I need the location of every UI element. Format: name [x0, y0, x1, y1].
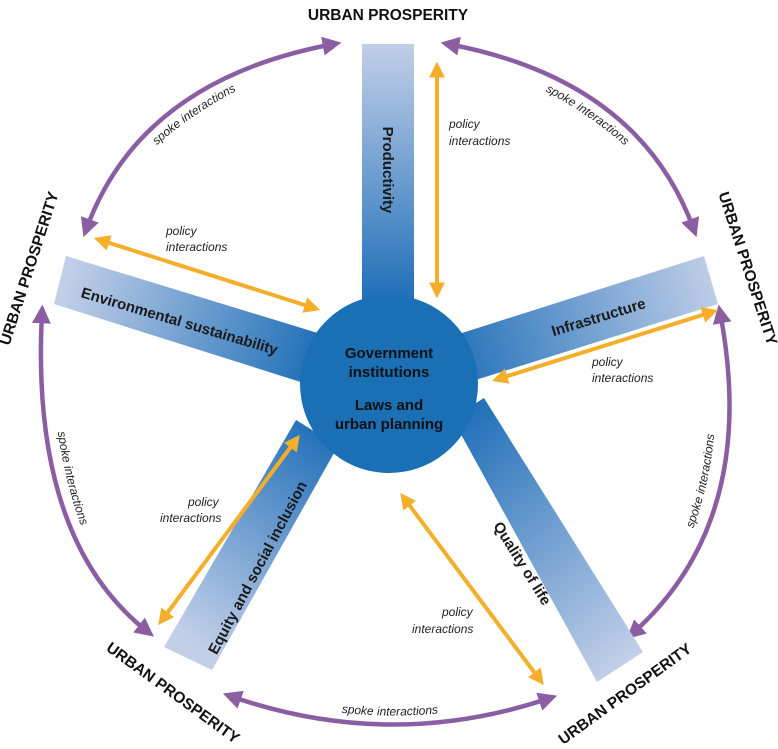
hub-circle: [300, 295, 478, 473]
spoke-interaction-arcs: [31, 36, 732, 727]
ring-label-bottom-left: URBAN PROSPERITY: [103, 639, 243, 747]
arc-label-top-right: spoke interactions: [544, 81, 632, 148]
policy-label-upper-left-word2: interactions: [166, 240, 227, 254]
spoke-quality-of-life: [452, 398, 643, 682]
policy-arrow-upper-left: [93, 235, 321, 313]
arc-left: [31, 304, 154, 637]
policy-label-right-word2: interactions: [592, 371, 653, 385]
spoke-equity: [164, 420, 338, 670]
spoke-productivity: [362, 44, 414, 305]
arc-label-bottom: spoke interactions: [341, 702, 438, 719]
arc-top-left: [80, 36, 342, 238]
arc-right: [626, 304, 732, 640]
policy-label-lower-right: policy interactions: [412, 605, 474, 636]
ring-label-left: URBAN PROSPERITY: [0, 189, 63, 347]
ring-label-top: URBAN PROSPERITY: [308, 7, 469, 24]
policy-label-lower-right-word2: interactions: [412, 622, 473, 636]
hub-label-line4: urban planning: [335, 416, 443, 433]
hub-label-line2: institutions: [349, 364, 430, 381]
policy-arrow-lower-left: [158, 434, 300, 626]
policy-label-top-word2: interactions: [449, 134, 510, 148]
policy-label-right: policy interactions: [591, 355, 653, 385]
hub-label-line3: Laws and: [355, 397, 423, 414]
policy-label-lower-left-word1: policy: [187, 495, 220, 509]
policy-label-upper-left-word1: policy: [165, 224, 198, 238]
spoke-label-productivity: Productivity: [379, 127, 396, 214]
policy-label-lower-left-word2: interactions: [160, 511, 221, 525]
arc-bottom: [222, 690, 558, 727]
arc-label-left: spoke interactions: [55, 430, 92, 526]
policy-label-lower-left: policy interactions: [160, 495, 221, 525]
policy-arrow-right: [491, 307, 719, 384]
arc-top-right: [440, 36, 700, 238]
policy-arrows: [93, 61, 719, 686]
policy-label-upper-left: policy interactions: [165, 224, 227, 254]
policy-label-top-word1: policy: [448, 117, 481, 131]
policy-label-lower-right-word1: policy: [441, 605, 474, 619]
policy-arrow-lower-right: [400, 492, 544, 686]
hub-label-line1: Government: [345, 345, 433, 362]
arc-label-top-left: spoke interactions: [149, 81, 237, 147]
policy-label-top: policy interactions: [448, 117, 510, 148]
policy-label-right-word1: policy: [591, 355, 624, 369]
